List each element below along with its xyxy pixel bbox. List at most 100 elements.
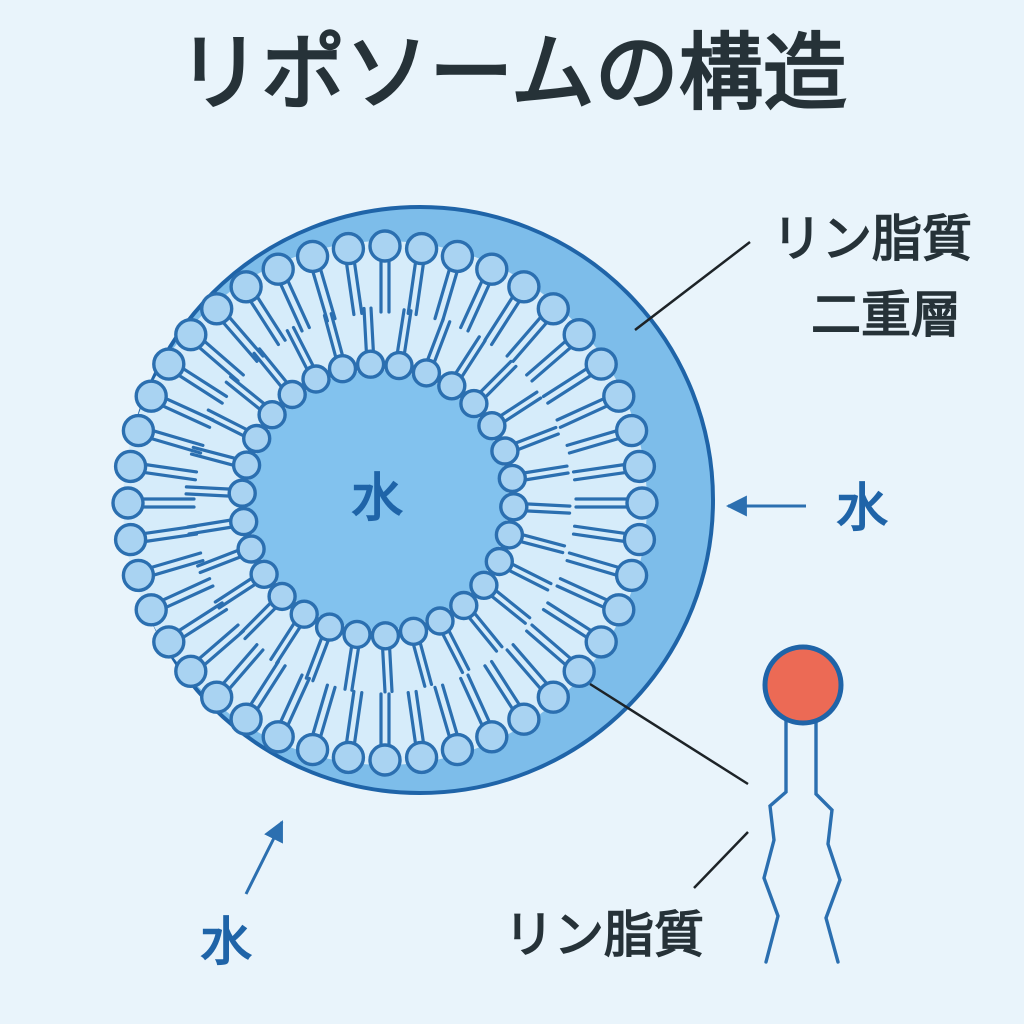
lipid-tail [567, 436, 621, 455]
lipid-tail [275, 624, 303, 665]
lipid-tail [198, 554, 243, 575]
label-water-bottom-left: 水 [200, 913, 253, 973]
lipid-tail [505, 315, 543, 358]
lipid-tail [322, 314, 338, 360]
phospholipid-head [762, 644, 844, 726]
label-bilayer-line1: リン脂質 [772, 210, 972, 268]
lipid-tail [513, 425, 558, 445]
lipid-tail [184, 492, 232, 498]
lipid-tail [490, 659, 522, 707]
lipid-tail [243, 605, 278, 641]
lipid-tail [530, 345, 573, 383]
lipid-tail [406, 260, 418, 315]
label-bilayer-line2: 二重層 [811, 286, 961, 344]
lipid-tail [565, 429, 619, 447]
lipid-tail [343, 644, 354, 691]
lipid-head-outer [174, 654, 208, 688]
lipid-head-outer [113, 449, 148, 484]
lipid-tail [142, 470, 197, 482]
lipid-tail [344, 261, 356, 317]
lipid-head-inner [497, 463, 527, 494]
lipid-head-outer [622, 449, 657, 484]
lipid-tail [238, 600, 273, 636]
inner-leaflet-heads [227, 349, 529, 651]
lipid-tail [523, 509, 572, 515]
lipid-head-outer [507, 702, 541, 736]
lipid-tail [285, 329, 309, 372]
lipid-tail [558, 577, 610, 602]
lipid-tail [414, 261, 426, 317]
lipid-tail [502, 396, 543, 424]
lipid-head-inner [499, 492, 529, 522]
lipid-tail [286, 278, 311, 330]
lipid-tail [523, 471, 570, 482]
phospholipid-molecule [762, 644, 844, 964]
lipid-head-outer [174, 318, 208, 352]
lipid-tail [402, 309, 413, 356]
lipid-tail [181, 607, 229, 640]
lipid-tail [467, 615, 499, 653]
lipid-tail [483, 664, 515, 712]
lipid-tail [352, 260, 364, 315]
lipid-tail [143, 532, 199, 544]
lipid-head-outer [404, 740, 439, 775]
lipid-head-outer [475, 252, 509, 286]
lipid-head-inner [231, 450, 262, 480]
lipid-head-inner [484, 546, 514, 577]
lipid-tail [515, 432, 560, 452]
lipid-tail [447, 628, 471, 671]
lipid-tail [425, 317, 445, 363]
lipid-head-outer [121, 558, 156, 593]
lipid-tail [459, 676, 484, 728]
outer-leaflet-heads [111, 229, 659, 777]
lipid-head-outer [404, 231, 439, 266]
lipid-tail [176, 373, 224, 405]
lipid-head-outer [111, 486, 145, 520]
lipid-head-outer [475, 720, 509, 754]
lipid-tail [459, 339, 487, 380]
lipid-tail [151, 558, 205, 577]
lipid-tail [184, 485, 232, 491]
lipid-tail [227, 648, 265, 691]
lipid-head-outer [121, 413, 156, 448]
lipid-tail [511, 643, 549, 686]
lipid-tail [558, 404, 610, 429]
lipid-tail [329, 312, 345, 358]
lipid-head-outer [113, 522, 148, 557]
lipid-head-outer [134, 379, 168, 413]
lipid-tail [546, 373, 594, 405]
lipid-head-inner [257, 400, 287, 430]
lipid-head-inner [355, 349, 386, 379]
lipid-head-inner [477, 411, 507, 441]
lipid-tail [257, 347, 289, 385]
lipid-tail [478, 359, 513, 395]
lipid-head-inner [228, 506, 259, 537]
lipid-tail [521, 464, 569, 475]
lipid-tail [151, 429, 205, 447]
lipid-tail [511, 320, 549, 363]
lipid-head-inner [425, 606, 455, 636]
lipid-tail [252, 351, 284, 389]
lipid-head-outer [229, 702, 263, 736]
label-phospholipid: リン脂質 [504, 906, 704, 964]
lipid-tail [149, 436, 203, 455]
lipid-tail [441, 683, 459, 737]
lipid-tail [187, 525, 234, 536]
lipid-head-outer [562, 318, 596, 352]
lipid-tail [472, 610, 504, 649]
lipid-head-outer [536, 292, 570, 326]
lipid-head-inner [411, 358, 442, 388]
lipid-head-outer [368, 743, 402, 777]
lipid-tail [381, 646, 387, 694]
lipid-tail [440, 631, 465, 675]
lipid-tail [483, 364, 518, 400]
lipid-tail [555, 396, 607, 422]
lipid-tail [269, 620, 297, 662]
lipid-tail [255, 294, 287, 342]
leader-bilayer [634, 241, 751, 331]
lipid-tail [433, 267, 452, 321]
lipid-tail [291, 325, 316, 369]
lipid-tail [248, 659, 280, 707]
